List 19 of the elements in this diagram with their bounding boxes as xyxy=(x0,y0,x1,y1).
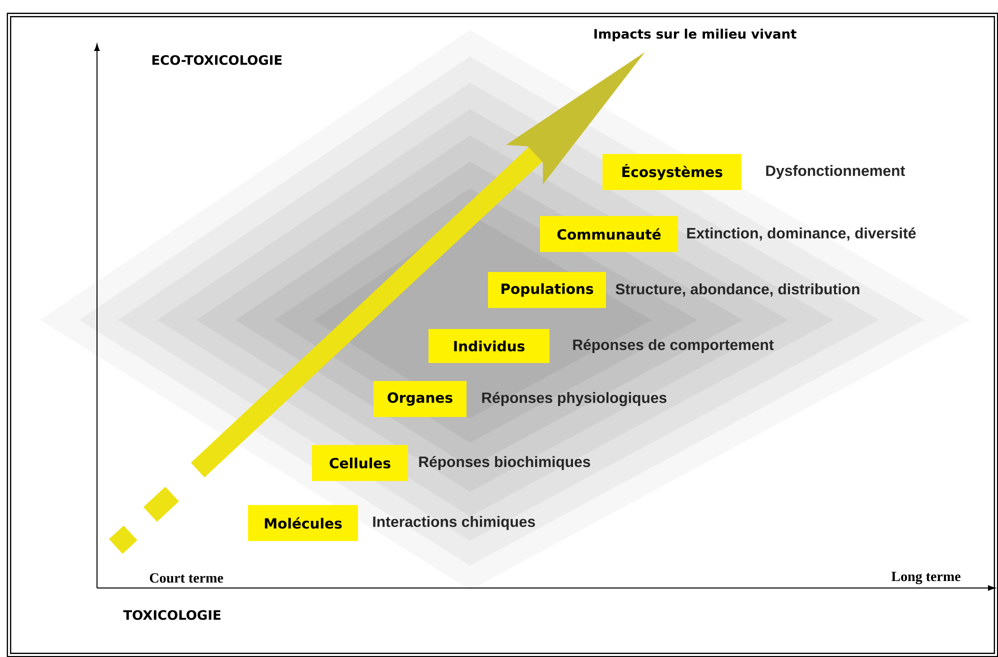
effect-text: Interactions chimiques xyxy=(373,516,535,530)
effect-text: Structure, abondance, distribution xyxy=(616,283,860,297)
level-box: Populations xyxy=(488,272,606,308)
level-box: Organes xyxy=(374,381,466,417)
level-box: Cellules xyxy=(312,445,408,481)
effect-text: Dysfonctionnement xyxy=(766,165,906,179)
level-box: Molécules xyxy=(248,505,358,541)
level-box: Individus xyxy=(428,329,550,363)
effect-text: Extinction, dominance, diversité xyxy=(687,227,916,241)
axis-label: ECO-TOXICOLOGIE xyxy=(152,55,282,65)
axis-label: Court terme xyxy=(150,573,224,583)
effect-text: Réponses de comportement xyxy=(573,338,774,354)
effect-text: Réponses physiologiques xyxy=(482,392,666,406)
axis-label: Long terme xyxy=(891,572,960,584)
level-box: Écosystèmes xyxy=(602,154,742,190)
axis-label: TOXICOLOGIE xyxy=(123,610,220,620)
effect-text: Réponses biochimiques xyxy=(419,456,590,470)
level-box: Communauté xyxy=(540,216,678,252)
arrow-label: Impacts sur le milieu vivant xyxy=(594,28,796,42)
